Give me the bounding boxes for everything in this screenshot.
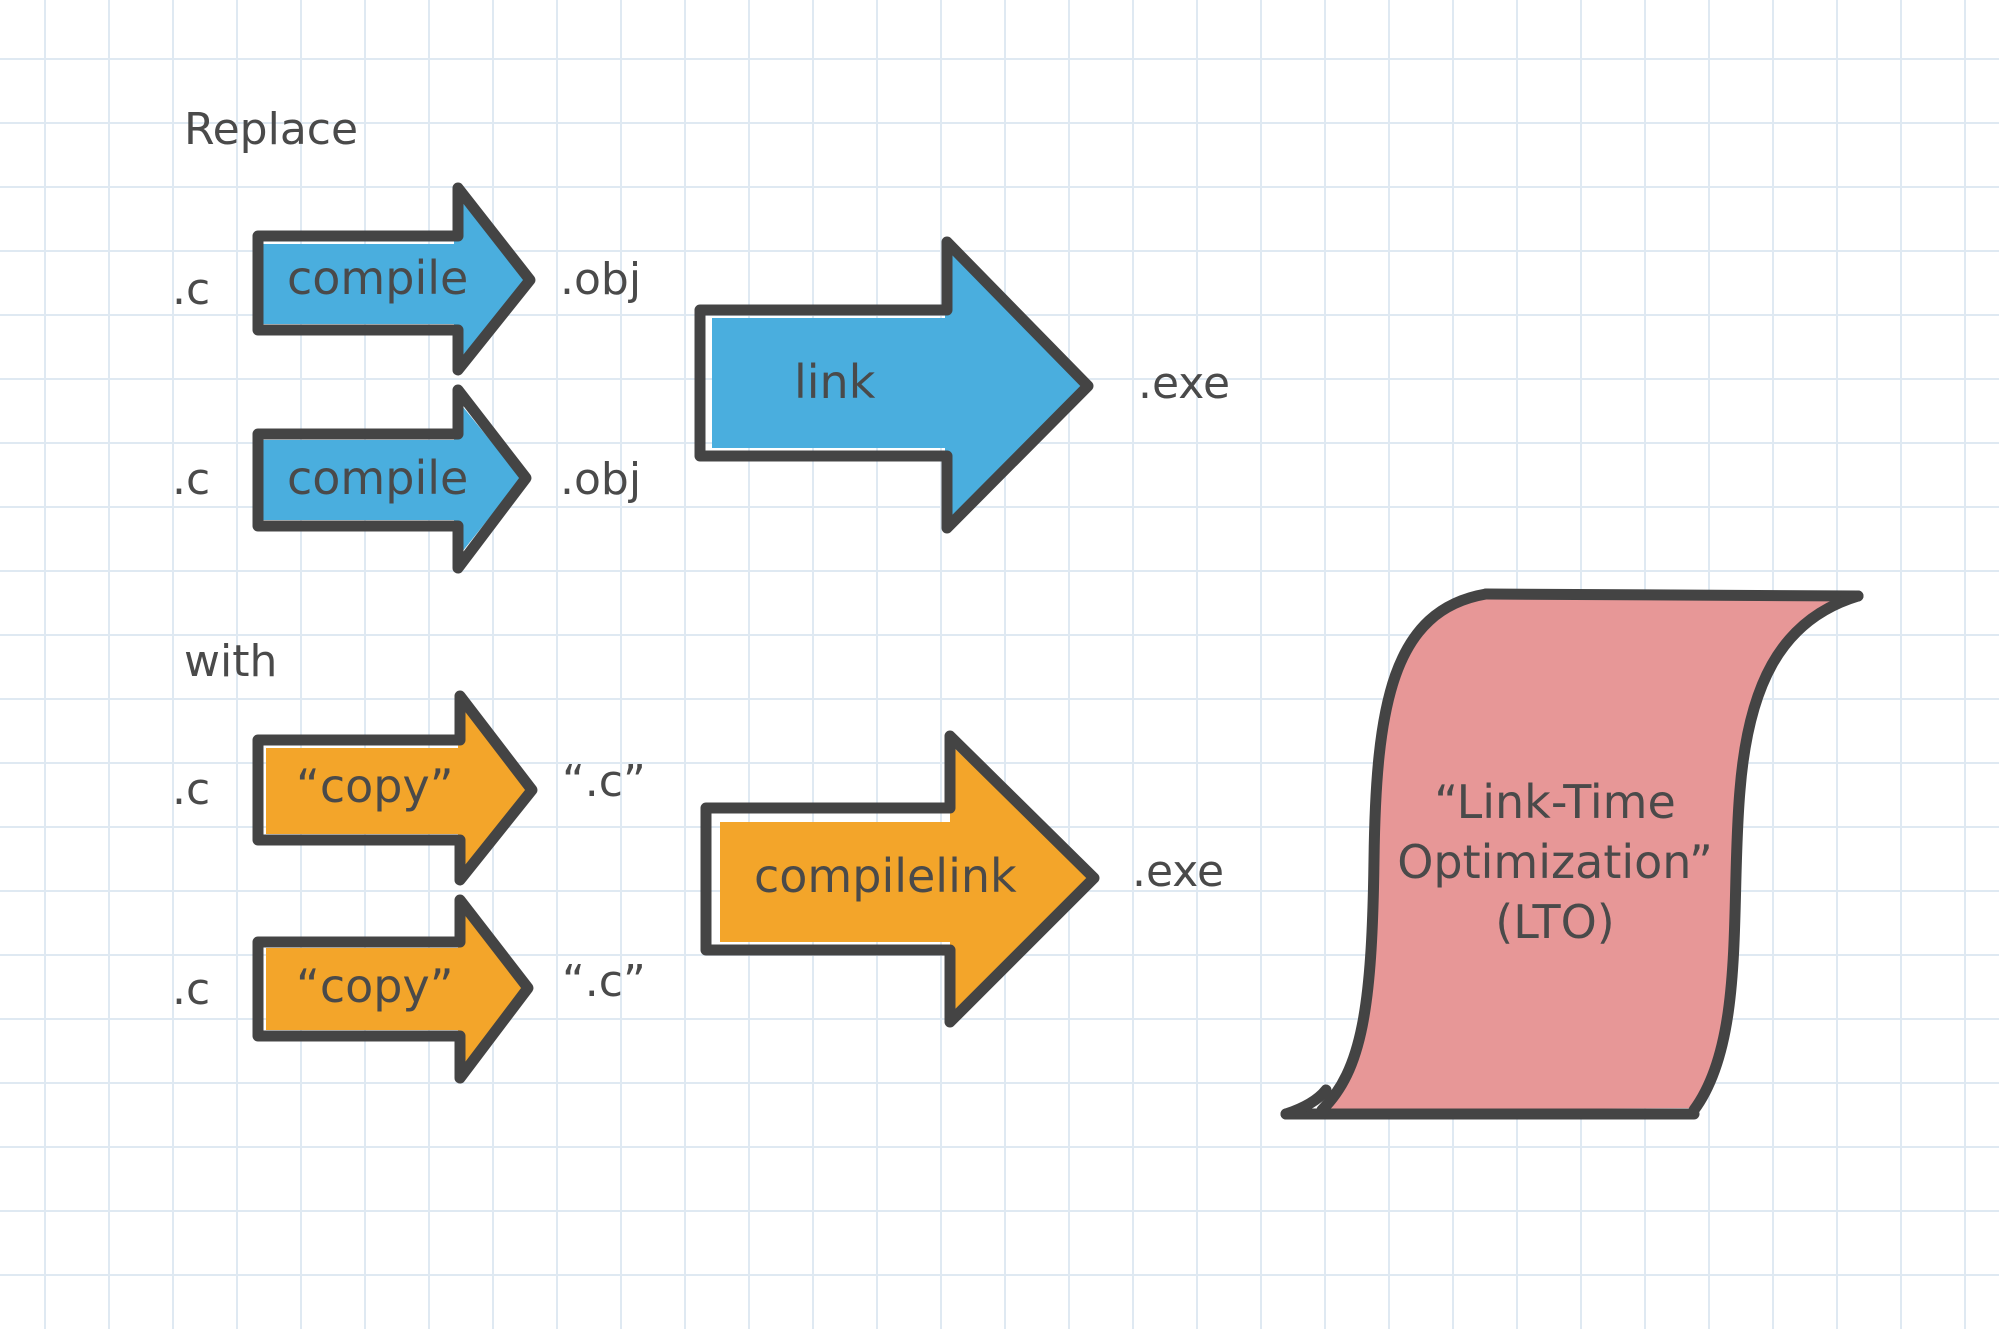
input-file-label: .c (172, 764, 210, 815)
compile-arrow: compile (252, 182, 536, 376)
with-row-1: .c “copy” “.c” (172, 690, 646, 886)
lto-note-line-3: (LTO) (1495, 895, 1615, 949)
lto-note-shape (1322, 596, 1846, 1110)
section-replace-heading: Replace (184, 104, 358, 155)
lto-note-line-1: “Link-Time (1434, 775, 1676, 829)
compilelink-arrow-label: compilelink (754, 849, 1017, 903)
compile-arrow: compile (252, 384, 532, 574)
section-with-heading: with (184, 636, 277, 687)
copy-arrow: “copy” (252, 690, 538, 886)
input-file-label: .c (172, 264, 210, 315)
link-output-label: .exe (1138, 358, 1230, 409)
output-file-label: .obj (560, 454, 641, 505)
input-file-label: .c (172, 964, 210, 1015)
copy-arrow-label: “copy” (296, 759, 454, 813)
compilelink-output-label: .exe (1132, 846, 1224, 897)
input-file-label: .c (172, 454, 210, 505)
output-file-label: “.c” (562, 756, 646, 807)
compilelink-arrow: compilelink (700, 730, 1100, 1028)
lto-note: “Link-Time Optimization” (LTO) (1280, 588, 1864, 1120)
output-file-label: .obj (560, 254, 641, 305)
output-file-label: “.c” (562, 956, 646, 1007)
replace-row-2: .c compile .obj (172, 384, 641, 574)
compile-arrow-label: compile (287, 451, 468, 505)
compile-arrow-label: compile (287, 251, 468, 305)
with-row-2: .c “copy” “.c” (172, 894, 646, 1084)
lto-note-line-2: Optimization” (1397, 835, 1713, 889)
link-arrow-label: link (794, 355, 876, 409)
replace-row-1: .c compile .obj (172, 182, 641, 376)
link-arrow: link (694, 236, 1094, 534)
copy-arrow-label: “copy” (296, 959, 454, 1013)
copy-arrow: “copy” (252, 894, 534, 1084)
